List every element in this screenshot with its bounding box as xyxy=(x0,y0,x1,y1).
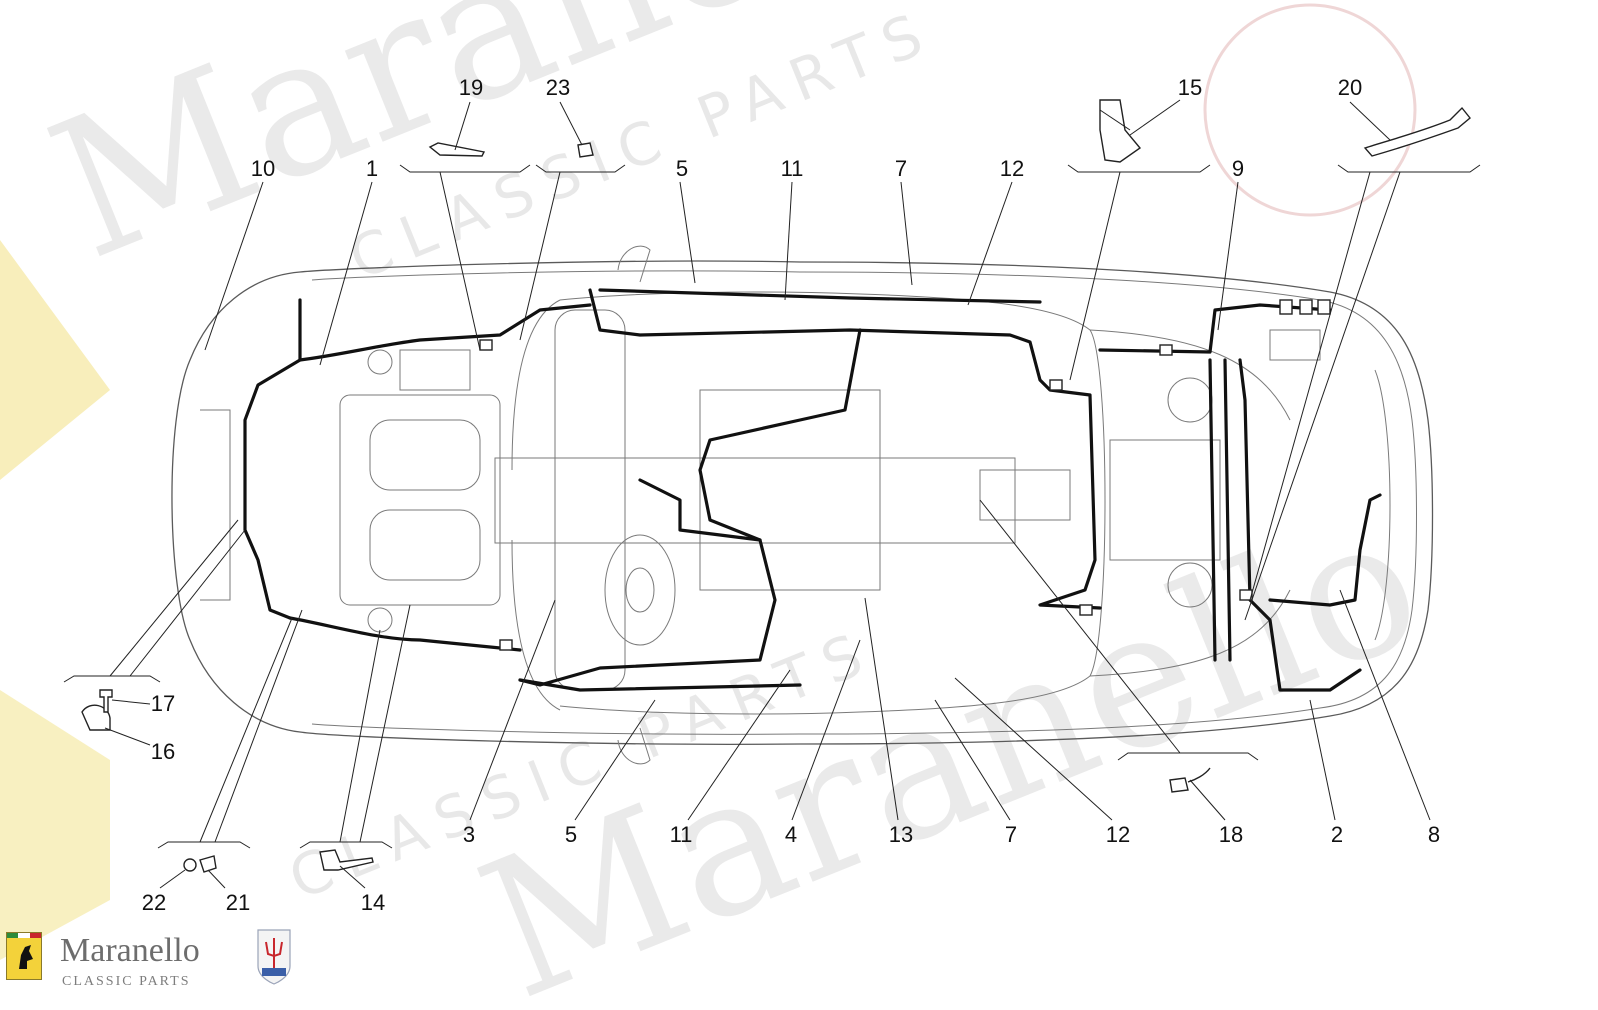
part-18-connector-icon xyxy=(1169,767,1211,793)
watermark-flag xyxy=(0,240,110,480)
callout-14: 14 xyxy=(361,890,385,915)
harness-front xyxy=(243,298,302,620)
ferrari-prancing-horse-icon xyxy=(6,932,42,980)
part-15-bracket-icon xyxy=(1099,99,1142,163)
brand-logo: Maranello CLASSIC PARTS xyxy=(4,924,304,1004)
harness-connectors xyxy=(479,299,1331,651)
part-19-tie-icon xyxy=(428,142,486,157)
bracket-19 xyxy=(399,164,531,173)
wiring-harness xyxy=(243,288,1382,692)
bracket-21-22 xyxy=(157,841,251,849)
brand-tagline: CLASSIC PARTS xyxy=(62,974,191,989)
callout-19: 19 xyxy=(459,75,483,100)
harness-rear-boot xyxy=(1268,493,1382,607)
bracket-20 xyxy=(1337,164,1481,173)
maserati-trident-icon xyxy=(256,928,292,986)
callout-11-top: 11 xyxy=(781,156,804,181)
harness-tunnel-2 xyxy=(698,328,862,542)
watermark-flag-bottom xyxy=(0,690,110,960)
part-22-grommet-icon xyxy=(183,858,197,872)
part-17-screw-icon xyxy=(99,689,113,713)
harness-rear-right xyxy=(1238,358,1362,692)
callout-7-bottom: 7 xyxy=(1005,822,1017,847)
part-20-cable-icon xyxy=(1363,106,1471,157)
callout-3: 3 xyxy=(463,822,475,847)
callout-13: 13 xyxy=(889,822,913,847)
brand-name: Maranello xyxy=(60,932,200,969)
part-14-tie-icon xyxy=(319,849,374,871)
callout-17: 17 xyxy=(151,691,175,716)
harness-left-sill xyxy=(598,288,1042,304)
callout-21: 21 xyxy=(226,890,250,915)
bracket-15 xyxy=(1067,164,1211,173)
callout-1: 1 xyxy=(366,156,378,181)
car-body-outline xyxy=(171,245,1434,765)
callout-23: 23 xyxy=(546,75,570,100)
callout-brackets xyxy=(63,164,1481,849)
bracket-16-17 xyxy=(63,675,161,683)
bracket-14 xyxy=(299,841,393,849)
callout-labels: 19 23 15 20 10 1 5 11 7 12 9 17 16 3 5 1… xyxy=(142,75,1440,915)
callout-12-bottom: 12 xyxy=(1106,822,1130,847)
callout-22: 22 xyxy=(142,890,166,915)
detail-parts xyxy=(81,99,1471,873)
callout-9: 9 xyxy=(1232,156,1244,181)
harness-left-lower xyxy=(518,678,802,692)
watermark: Maranello CLASSIC PARTS Maranello CLASSI… xyxy=(0,0,1448,1010)
harness-rear-vertical xyxy=(1208,358,1232,662)
callout-2: 2 xyxy=(1331,822,1343,847)
callout-5-top: 5 xyxy=(676,156,688,181)
bracket-18 xyxy=(1117,752,1259,761)
harness-engine-bay-right xyxy=(288,616,522,652)
part-23-clip-icon xyxy=(577,142,594,158)
part-21-clip-icon xyxy=(199,855,217,873)
callout-4: 4 xyxy=(785,822,797,847)
harness-engine-bay-left xyxy=(298,303,592,362)
callout-5-bottom: 5 xyxy=(565,822,577,847)
callout-12-top: 12 xyxy=(1000,156,1024,181)
bracket-23 xyxy=(535,164,626,173)
callout-16: 16 xyxy=(151,739,175,764)
watermark-logo xyxy=(1203,3,1417,217)
harness-dash-main xyxy=(588,288,1102,610)
leader-lines xyxy=(104,99,1431,889)
callout-18: 18 xyxy=(1219,822,1243,847)
callout-8: 8 xyxy=(1428,822,1440,847)
harness-tunnel xyxy=(518,478,777,687)
callout-10: 10 xyxy=(251,156,275,181)
callout-15: 15 xyxy=(1178,75,1202,100)
callout-20: 20 xyxy=(1338,75,1362,100)
harness-rear-main xyxy=(1098,303,1332,354)
callout-7-top: 7 xyxy=(895,156,907,181)
callout-11-bottom: 11 xyxy=(670,822,693,847)
